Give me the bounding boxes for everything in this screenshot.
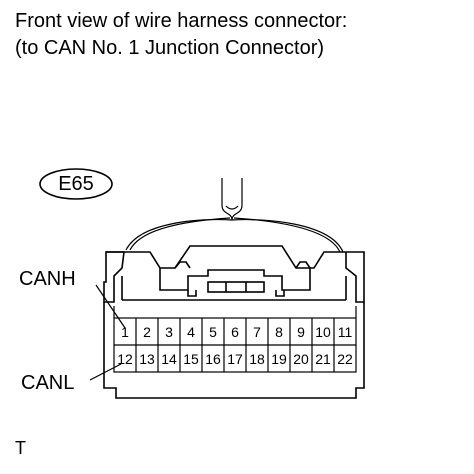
canh-label: CANH — [19, 268, 76, 290]
pin-9: 9 — [297, 324, 305, 340]
canl-label: CANL — [21, 372, 75, 394]
pin-grid — [113, 306, 357, 373]
pin-13: 13 — [139, 351, 155, 367]
pin-14: 14 — [161, 351, 177, 367]
pin-22: 22 — [337, 351, 353, 367]
pin-2: 2 — [143, 324, 151, 340]
pin-5: 5 — [209, 324, 217, 340]
pin-6: 6 — [231, 324, 239, 340]
pin-17: 17 — [227, 351, 243, 367]
wire-harness — [125, 178, 344, 253]
pin-18: 18 — [249, 351, 265, 367]
pin-20: 20 — [293, 351, 309, 367]
diagram-title-line-1: Front view of wire harness connector: — [15, 10, 348, 32]
pin-16: 16 — [205, 351, 221, 367]
pin-8: 8 — [275, 324, 283, 340]
pin-11: 11 — [338, 324, 353, 340]
diagram-title-line-2: (to CAN No. 1 Junction Connector) — [15, 37, 325, 59]
pin-12: 12 — [117, 351, 133, 367]
pin-3: 3 — [165, 324, 173, 340]
pin-4: 4 — [187, 324, 195, 340]
pin-15: 15 — [183, 351, 199, 367]
canl-leader-line — [89, 363, 122, 381]
pin-7: 7 — [253, 324, 261, 340]
footer-mark: T — [15, 438, 26, 458]
pin-10: 10 — [315, 324, 331, 340]
canh-leader-line — [95, 284, 126, 329]
connector-housing — [103, 245, 365, 399]
connector-id-oval — [39, 168, 113, 200]
pin-21: 21 — [315, 351, 331, 367]
pin-1: 1 — [121, 324, 129, 340]
pin-19: 19 — [271, 351, 287, 367]
connector-id-label: E65 — [58, 173, 94, 195]
